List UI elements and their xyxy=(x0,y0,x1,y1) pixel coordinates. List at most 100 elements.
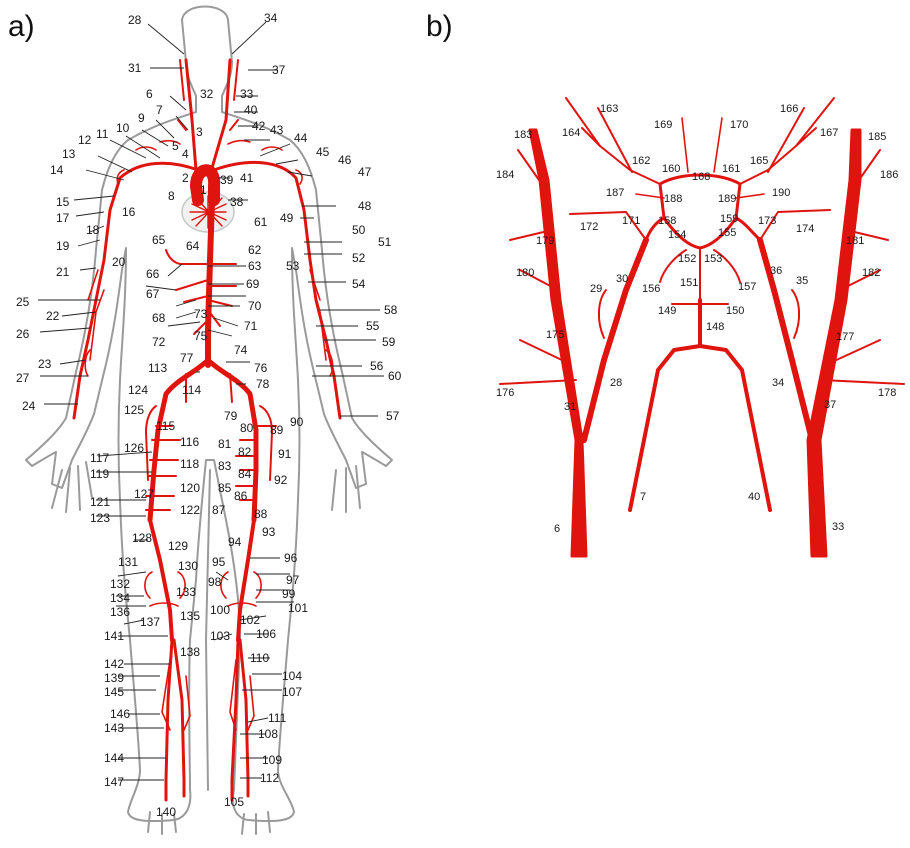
label-124: 124 xyxy=(128,383,148,397)
label-b-150: 150 xyxy=(726,305,744,317)
label-144: 144 xyxy=(104,751,124,765)
body-outline xyxy=(26,7,392,835)
label-78: 78 xyxy=(256,377,270,391)
label-85: 85 xyxy=(218,481,232,495)
label-41: 41 xyxy=(240,171,254,185)
label-4: 4 xyxy=(182,147,189,161)
label-95: 95 xyxy=(212,555,226,569)
label-75: 75 xyxy=(194,329,208,343)
label-54: 54 xyxy=(352,277,366,291)
label-b-162: 162 xyxy=(632,155,650,167)
label-103: 103 xyxy=(210,629,230,643)
label-53: 53 xyxy=(286,259,300,273)
label-42: 42 xyxy=(252,119,266,133)
label-b-152: 152 xyxy=(678,253,696,265)
label-145: 145 xyxy=(104,685,124,699)
label-b-28: 28 xyxy=(610,377,622,389)
label-110: 110 xyxy=(250,651,269,665)
label-b-174: 174 xyxy=(796,223,814,235)
label-b-171: 171 xyxy=(622,215,640,227)
label-93: 93 xyxy=(262,525,276,539)
label-40: 40 xyxy=(244,103,258,117)
label-45: 45 xyxy=(316,145,330,159)
label-74: 74 xyxy=(234,343,248,357)
label-b-170: 170 xyxy=(730,119,748,131)
label-131: 131 xyxy=(118,555,138,569)
label-b-37: 37 xyxy=(824,399,836,411)
label-70: 70 xyxy=(248,299,262,313)
label-34: 34 xyxy=(264,11,278,25)
label-100: 100 xyxy=(210,603,230,617)
label-125: 125 xyxy=(124,403,144,417)
label-13: 13 xyxy=(62,147,76,161)
label-118: 118 xyxy=(180,457,199,471)
label-129: 129 xyxy=(168,539,188,553)
label-b-181: 181 xyxy=(846,235,864,247)
label-28: 28 xyxy=(128,13,142,27)
label-89: 89 xyxy=(270,423,284,437)
label-b-186: 186 xyxy=(880,169,898,181)
label-117: 117 xyxy=(90,451,109,465)
label-127: 127 xyxy=(134,487,154,501)
label-87: 87 xyxy=(212,503,226,517)
label-142: 142 xyxy=(104,657,124,671)
label-132: 132 xyxy=(110,577,130,591)
label-b-173: 173 xyxy=(758,215,776,227)
label-73: 73 xyxy=(194,307,208,321)
label-b-7: 7 xyxy=(640,491,646,503)
label-b-172: 172 xyxy=(580,221,598,233)
label-b-33: 33 xyxy=(832,521,844,533)
label-83: 83 xyxy=(218,459,232,473)
label-b-182: 182 xyxy=(862,267,880,279)
label-b-30: 30 xyxy=(616,273,628,285)
label-140: 140 xyxy=(156,805,176,819)
label-b-183: 183 xyxy=(514,129,532,141)
label-64: 64 xyxy=(186,239,200,253)
label-b-188: 188 xyxy=(664,193,682,205)
label-b-40: 40 xyxy=(748,491,760,503)
label-128: 128 xyxy=(132,531,152,545)
label-b-163: 163 xyxy=(600,103,618,115)
label-82: 82 xyxy=(238,445,252,459)
label-56: 56 xyxy=(370,359,384,373)
label-b-165: 165 xyxy=(750,155,768,167)
label-24: 24 xyxy=(22,399,36,413)
label-b-180: 180 xyxy=(516,267,534,279)
label-b-149: 149 xyxy=(658,305,676,317)
label-b-35: 35 xyxy=(796,275,808,287)
label-66: 66 xyxy=(146,267,160,281)
label-17: 17 xyxy=(56,211,70,225)
label-134: 134 xyxy=(110,591,130,605)
label-69: 69 xyxy=(246,277,260,291)
label-99: 99 xyxy=(282,587,296,601)
label-14: 14 xyxy=(50,163,64,177)
label-31: 31 xyxy=(128,61,142,75)
label-96: 96 xyxy=(284,551,298,565)
label-102: 102 xyxy=(240,613,260,627)
label-62: 62 xyxy=(248,243,262,257)
label-1: 1 xyxy=(200,183,207,197)
label-139: 139 xyxy=(104,671,124,685)
label-104: 104 xyxy=(282,669,302,683)
label-12: 12 xyxy=(78,133,92,147)
label-109: 109 xyxy=(262,753,282,767)
label-79: 79 xyxy=(224,409,238,423)
label-107: 107 xyxy=(282,685,302,699)
label-11: 11 xyxy=(96,127,109,141)
label-115: 115 xyxy=(156,419,175,433)
label-39: 39 xyxy=(220,173,234,187)
label-b-166: 166 xyxy=(780,103,798,115)
label-b-161: 161 xyxy=(722,163,740,175)
artery-right-carotid xyxy=(808,130,860,556)
label-47: 47 xyxy=(358,165,372,179)
label-b-164: 164 xyxy=(562,127,580,139)
label-50: 50 xyxy=(352,223,366,237)
label-120: 120 xyxy=(180,481,200,495)
label-57: 57 xyxy=(386,409,400,423)
label-20: 20 xyxy=(112,255,126,269)
label-19: 19 xyxy=(56,239,70,253)
label-72: 72 xyxy=(152,335,166,349)
label-130: 130 xyxy=(178,559,198,573)
label-46: 46 xyxy=(338,153,352,167)
